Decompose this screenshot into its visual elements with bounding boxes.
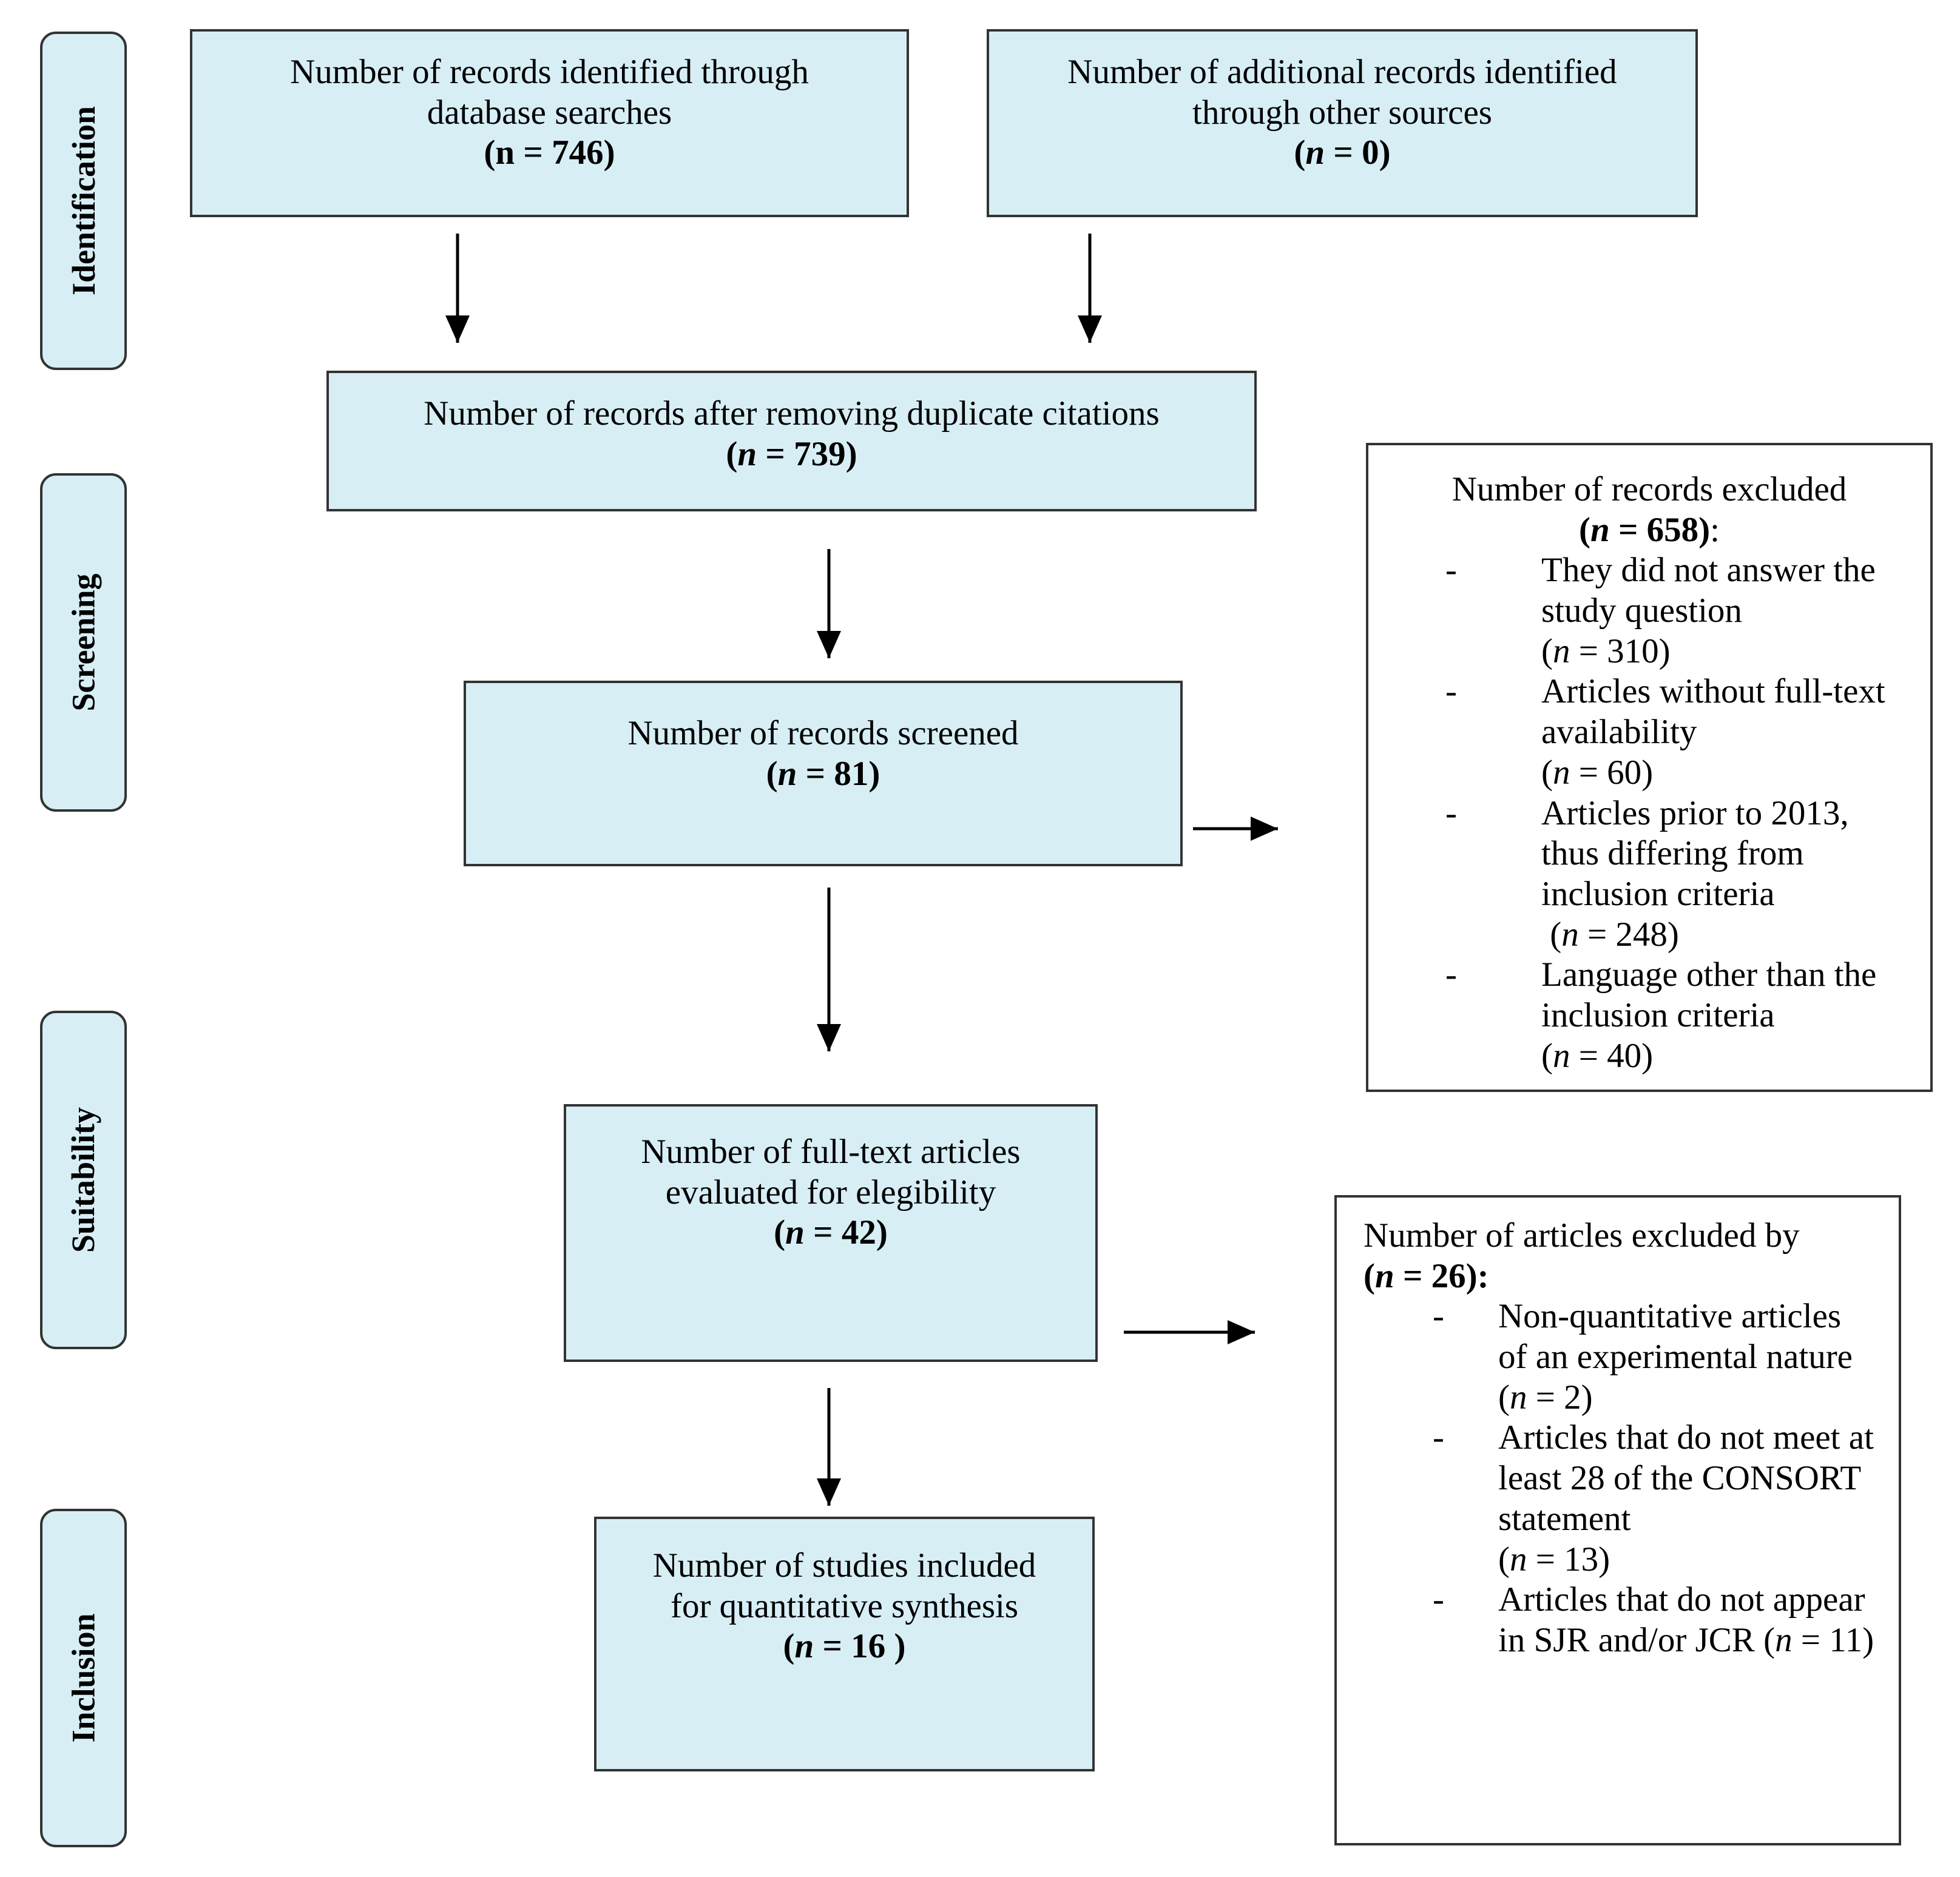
box-other-sources: Number of additional records identified … — [987, 29, 1698, 217]
box-database-count: (n = 746) — [484, 133, 615, 172]
phase-suitability: Suitability — [40, 1011, 127, 1349]
box-included-text: Number of studies included for quantitat… — [652, 1546, 1036, 1625]
excluded-articles-title: Number of articles excluded by — [1364, 1216, 1800, 1255]
list-item: -Articles without full-text availability… — [1445, 672, 1885, 792]
box-after-duplicates: Number of records after removing duplica… — [326, 371, 1257, 511]
box-dedup-text: Number of records after removing duplica… — [424, 394, 1160, 433]
box-screened-count: (n = 81) — [766, 754, 880, 793]
box-database-text: Number of records identified through dat… — [290, 53, 809, 132]
phase-identification: Identification — [40, 32, 127, 370]
excluded-records-title: Number of records excluded — [1451, 470, 1847, 508]
box-database-records: Number of records identified through dat… — [190, 29, 909, 217]
box-records-excluded: Number of records excluded (n = 658): -T… — [1366, 443, 1933, 1092]
phase-inclusion: Inclusion — [40, 1509, 127, 1847]
excluded-records-list: -They did not answer the study question(… — [1380, 550, 1918, 1076]
excluded-articles-count: (n = 26): — [1364, 1256, 1489, 1295]
list-item: -Articles that do not appear in SJR and/… — [1433, 1580, 1874, 1659]
list-item: -They did not answer the study question(… — [1445, 551, 1876, 670]
box-articles-excluded: Number of articles excluded by (n = 26):… — [1334, 1195, 1901, 1845]
list-item: -Articles prior to 2013, thus differing … — [1445, 794, 1849, 954]
box-fulltext-text: Number of full-text articles evaluated f… — [641, 1133, 1021, 1211]
excluded-records-count: (n = 658): — [1579, 510, 1720, 549]
phase-screening-label: Screening — [65, 573, 102, 712]
list-item: -Articles that do not meet at least 28 o… — [1433, 1418, 1874, 1579]
phase-identification-label: Identification — [65, 106, 102, 296]
list-item: -Non-quantitative articles of an experim… — [1433, 1297, 1853, 1417]
phase-inclusion-label: Inclusion — [65, 1613, 102, 1743]
box-fulltext-count: (n = 42) — [774, 1213, 888, 1252]
box-included-count: (n = 16 ) — [783, 1627, 906, 1666]
box-other-text: Number of additional records identified … — [1067, 53, 1617, 132]
excluded-articles-list: -Non-quantitative articles of an experim… — [1364, 1296, 1887, 1660]
box-other-count: (n = 0) — [1294, 133, 1391, 172]
list-item: -Language other than the inclusion crite… — [1445, 955, 1877, 1075]
box-records-screened: Number of records screened (n = 81) — [464, 681, 1183, 866]
box-studies-included: Number of studies included for quantitat… — [594, 1517, 1095, 1771]
box-fulltext-evaluated: Number of full-text articles evaluated f… — [564, 1104, 1098, 1362]
phase-suitability-label: Suitability — [65, 1107, 102, 1253]
box-screened-text: Number of records screened — [627, 714, 1019, 752]
box-dedup-count: (n = 739) — [726, 434, 857, 473]
phase-screening: Screening — [40, 473, 127, 812]
